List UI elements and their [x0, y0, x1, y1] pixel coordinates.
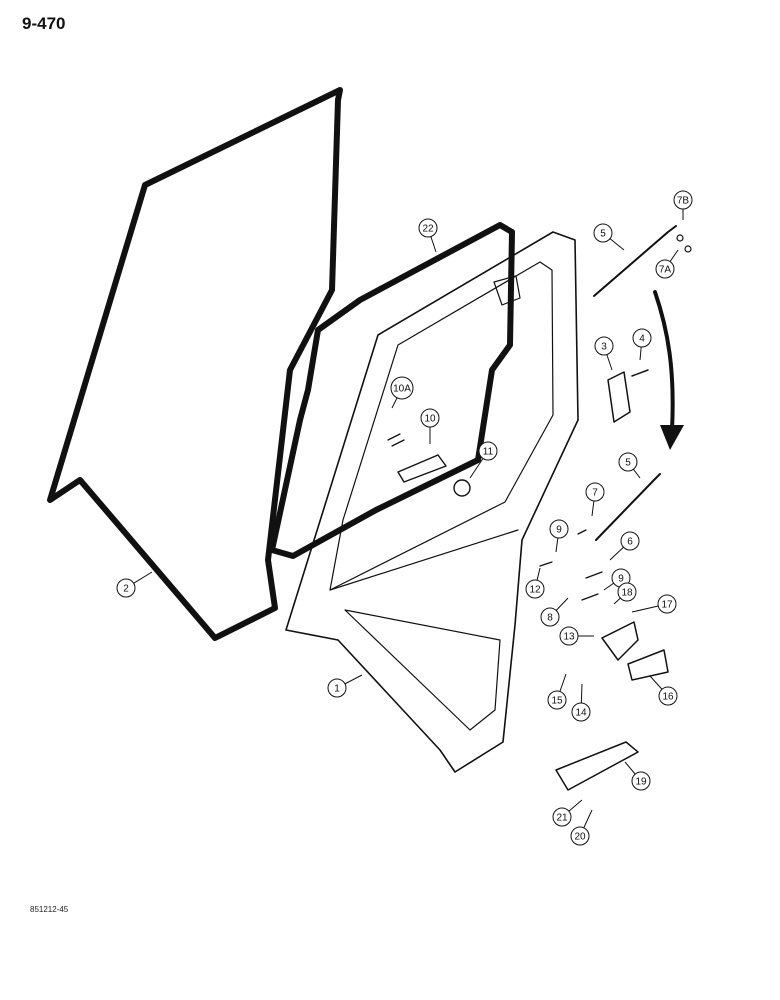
callout-label: 8: [547, 613, 553, 624]
callout-9a: 9: [549, 519, 569, 553]
callout-circle: [658, 686, 678, 706]
callout-3: 3: [594, 336, 614, 371]
callout-label: 2: [123, 584, 129, 595]
outer-seal-part: [47, 87, 343, 641]
callout-6: 6: [609, 531, 640, 561]
page-number: 9-470: [22, 14, 66, 33]
callout-16: 16: [649, 675, 678, 706]
callout-label: 11: [483, 447, 494, 458]
callout-label: 1: [334, 684, 340, 695]
callout-10: 10: [420, 408, 440, 444]
callout-circle: [570, 826, 590, 846]
callout-label: 18: [621, 588, 633, 599]
hinge-bracket-part: [607, 369, 649, 423]
callout-12: 12: [525, 567, 545, 599]
callout-circle: [585, 482, 605, 502]
callout-circle: [593, 223, 613, 243]
callout-label: 7A: [659, 265, 672, 276]
callout-circle: [547, 690, 567, 710]
drawing-code: 851212-45: [30, 905, 69, 914]
callout-22: 22: [418, 218, 438, 253]
callout-label: 13: [563, 632, 575, 643]
callout-circle: [478, 441, 498, 461]
callout-21: 21: [552, 799, 583, 827]
callout-11: 11: [469, 441, 498, 479]
callout-17: 17: [631, 594, 677, 614]
callout-4: 4: [632, 328, 652, 361]
callout-7b: 7B: [673, 190, 693, 220]
callout-label: 12: [529, 585, 541, 596]
window-latch-part: [387, 433, 471, 497]
callout-1: 1: [327, 674, 363, 698]
assembly-arrow: [653, 290, 675, 432]
callout-label: 3: [601, 342, 607, 353]
callout-label: 9: [618, 574, 624, 585]
callout-label: 10A: [393, 384, 411, 395]
callout-10a: 10A: [390, 376, 414, 409]
callout-circle: [655, 259, 675, 279]
callout-circle: [420, 408, 440, 428]
callout-circle: [327, 678, 347, 698]
callout-circle: [552, 807, 572, 827]
callout-circle: [673, 190, 693, 210]
callout-20: 20: [570, 809, 593, 846]
callout-circle: [657, 594, 677, 614]
callout-7a: 7A: [655, 249, 679, 279]
callout-label: 5: [600, 229, 606, 240]
callout-9b: 9: [603, 568, 631, 591]
callout-label: 14: [575, 708, 587, 719]
callout-circle: [594, 336, 614, 356]
callout-circle: [116, 578, 136, 598]
callout-label: 9: [556, 525, 562, 536]
callout-label: 5: [625, 458, 631, 469]
callout-label: 17: [661, 600, 673, 611]
callout-18: 18: [613, 582, 637, 605]
lower-rod-part: [595, 473, 661, 541]
callout-circle: [418, 218, 438, 238]
assembly-arrow-head: [660, 425, 684, 450]
callout-label: 7: [592, 488, 598, 499]
callout-label: 15: [551, 696, 563, 707]
callout-2: 2: [116, 571, 153, 598]
callout-circle: [571, 702, 591, 722]
callout-13: 13: [559, 626, 594, 646]
callout-label: 21: [556, 813, 568, 824]
callout-8: 8: [540, 597, 569, 627]
callout-circle: [549, 519, 569, 539]
callout-19: 19: [624, 761, 651, 791]
callout-label: 4: [639, 334, 645, 345]
callout-circle: [390, 376, 414, 400]
callout-label: 22: [422, 224, 434, 235]
callout-label: 7B: [677, 196, 690, 207]
callout-circle: [618, 452, 638, 472]
callout-14: 14: [571, 683, 591, 722]
callout-circle: [540, 607, 560, 627]
callout-circle: [631, 771, 651, 791]
upper-rod-part: [593, 225, 692, 297]
callout-15: 15: [547, 673, 567, 710]
callout-circle: [617, 582, 637, 602]
callout-circle: [559, 626, 579, 646]
callout-circle: [525, 579, 545, 599]
callout-circle: [632, 328, 652, 348]
callout-7: 7: [585, 482, 605, 517]
callout-5a: 5: [593, 223, 625, 251]
callout-5b: 5: [618, 452, 641, 479]
door-frame-part: [285, 231, 579, 773]
callout-label: 16: [662, 692, 674, 703]
callout-label: 20: [574, 832, 586, 843]
callout-label: 10: [424, 414, 436, 425]
callout-group: 22210A1011157B7A345796129188171315141619…: [116, 190, 693, 846]
latch-assembly-part: [539, 529, 669, 791]
callout-circle: [620, 531, 640, 551]
callout-label: 19: [635, 777, 647, 788]
window-seal-part: [269, 222, 515, 559]
callout-label: 6: [627, 537, 633, 548]
